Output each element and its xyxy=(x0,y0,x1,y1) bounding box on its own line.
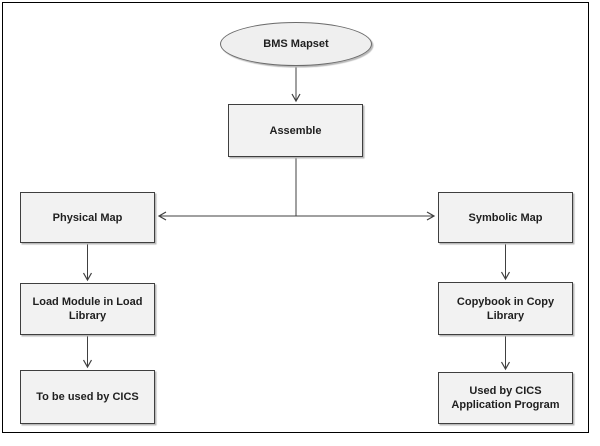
node-physical-map: Physical Map xyxy=(20,192,155,243)
node-bms-mapset: BMS Mapset xyxy=(220,22,372,66)
node-to-be-used-by-cics: To be used by CICS xyxy=(20,370,155,424)
node-bms-mapset-label: BMS Mapset xyxy=(263,38,329,50)
node-physical-map-label: Physical Map xyxy=(52,211,123,224)
diagram-border-frame xyxy=(2,2,589,433)
node-load-module-label: Load Module in Load Library xyxy=(32,296,143,322)
node-to-be-used-by-cics-label: To be used by CICS xyxy=(36,391,139,403)
node-symbolic-map-label: Symbolic Map xyxy=(468,211,543,224)
node-copybook: Copybook in Copy Library xyxy=(438,282,573,335)
node-symbolic-map: Symbolic Map xyxy=(438,192,573,243)
node-assemble: Assemble xyxy=(228,104,363,157)
node-assemble-label: Assemble xyxy=(269,124,322,137)
node-load-module: Load Module in Load Library xyxy=(20,283,155,335)
node-copybook-label: Copybook in Copy Library xyxy=(456,295,555,322)
node-used-by-cics-application-program: Used by CICS Application Program xyxy=(438,372,573,424)
node-used-by-cics-application-program-label: Used by CICS Application Program xyxy=(451,385,560,411)
